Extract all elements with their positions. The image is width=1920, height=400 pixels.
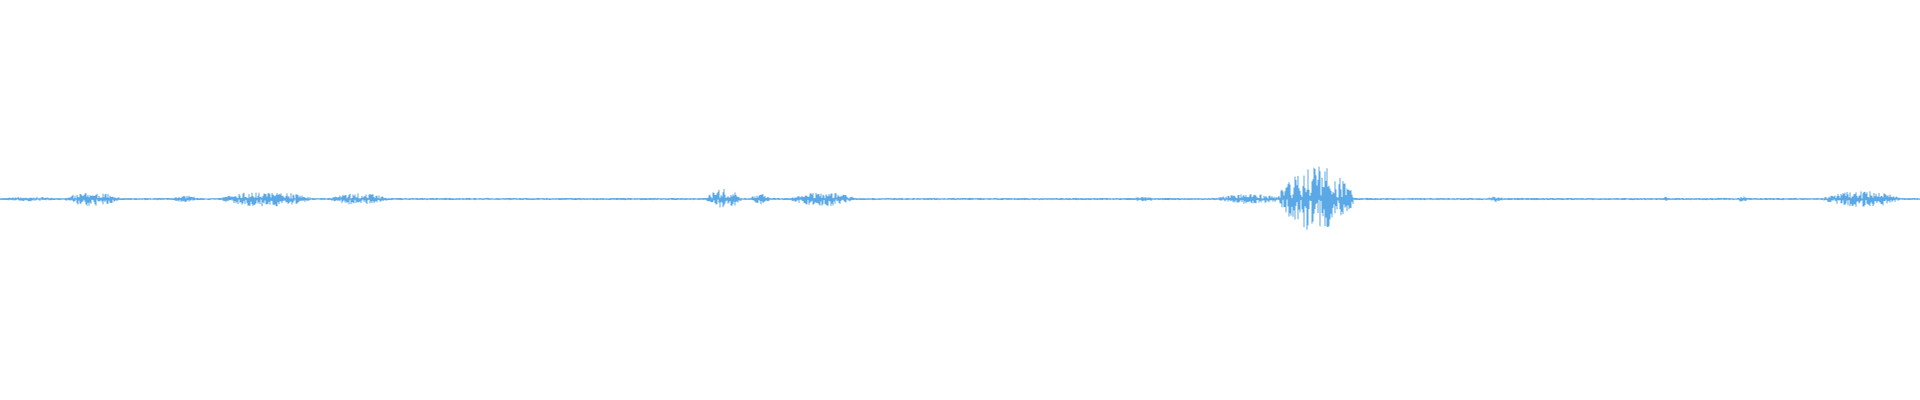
waveform-path	[0, 166, 1920, 230]
